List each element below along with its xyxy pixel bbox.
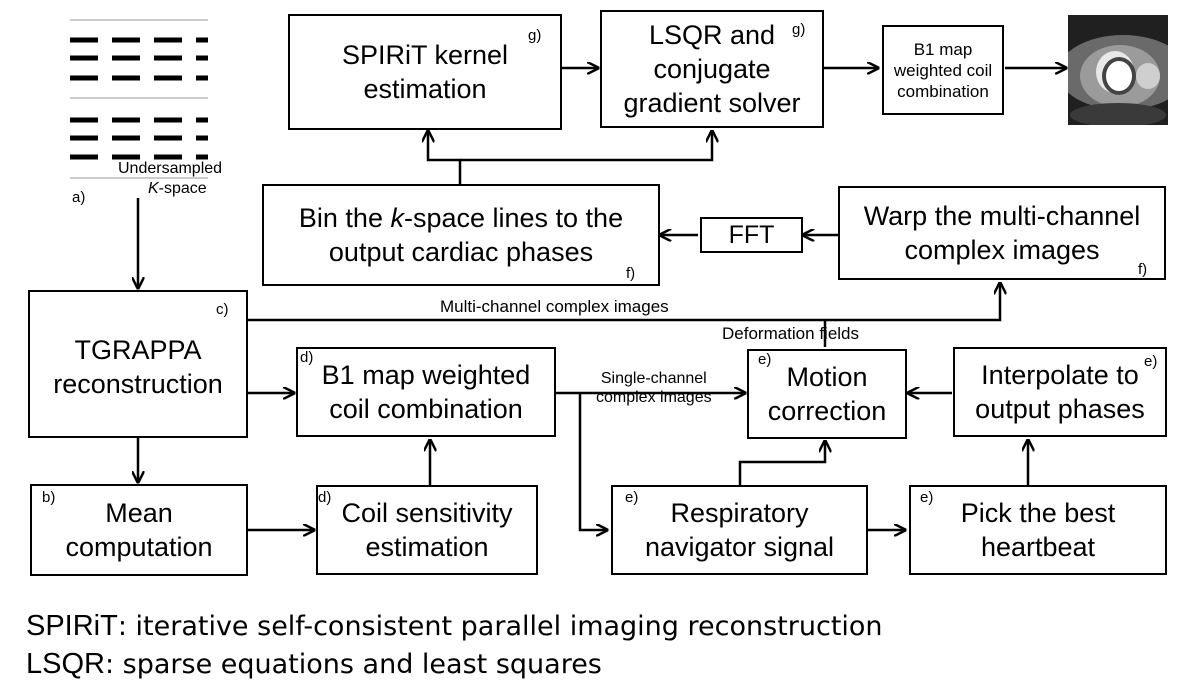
tag-d2: d) (318, 489, 332, 506)
label-multichannel-images: Multi-channel complex images (440, 297, 669, 316)
box-respiratory-navigator: Respiratory navigator signal (611, 485, 868, 575)
footnote-lsqr: LSQR: sparse equations and least squares (26, 648, 602, 681)
box-fft: FFT (700, 217, 803, 253)
undersampled-label: Undersampled (118, 160, 223, 177)
tag-b: b) (42, 489, 56, 506)
box-interpolate: Interpolate to output phases (953, 347, 1167, 437)
arrow-bin-to-lsqr (460, 131, 712, 162)
box-pick-heartbeat-label: Pick the best heartbeat (960, 498, 1116, 562)
box-tgrappa-label: TGRAPPA reconstruction (53, 335, 223, 399)
label-single-channel-images: Single-channel complex images (596, 370, 712, 406)
box-b1-final-combination-label: B1 map weighted coil combination (893, 39, 993, 101)
arrow-bin-to-spirit (428, 131, 462, 185)
tag-c: c) (216, 301, 229, 318)
tag-a: a) (72, 189, 86, 206)
box-bin-kspace: Bin the k-space lines to the output card… (262, 184, 660, 286)
kspace-suffix: -space (158, 180, 207, 197)
arrow-multichannel-to-warp (248, 283, 1000, 322)
box-motion-correction: Motion correction (747, 349, 907, 439)
tag-e2: e) (1144, 353, 1158, 370)
box-coil-sensitivity: Coil sensitivity estimation (316, 485, 538, 575)
arrow-b1-combination-to-navigator (578, 393, 607, 530)
tag-e3: e) (625, 489, 639, 506)
kspace-sampling-pattern (70, 19, 208, 179)
box-fft-label: FFT (728, 221, 775, 249)
tag-d1: d) (300, 349, 314, 366)
box-interpolate-label: Interpolate to output phases (975, 360, 1145, 424)
tag-g1: g) (528, 27, 542, 44)
box-respiratory-navigator-label: Respiratory navigator signal (644, 498, 835, 562)
box-warp-images: Warp the multi-channel complex images (838, 186, 1166, 280)
kspace-label: K-space (148, 180, 207, 198)
box-b1-coil-combination: B1 map weighted coil combination (296, 347, 556, 437)
box-b1-final-combination: B1 map weighted coil combination (882, 25, 1004, 115)
tag-g2: g) (792, 21, 806, 38)
tag-e1: e) (758, 351, 772, 368)
bin-k-letter: k (390, 203, 404, 233)
box-pick-heartbeat: Pick the best heartbeat (909, 485, 1167, 575)
bin-line1-pre: Bin the (298, 203, 391, 233)
box-bin-kspace-label: Bin the k-space lines to the output card… (299, 201, 623, 269)
arrow-navigator-to-motion (738, 441, 825, 485)
reconstructed-cardiac-image (1068, 15, 1168, 125)
box-spirit-kernel: SPIRiT kernel estimation (288, 14, 562, 130)
label-deformation-fields: Deformation fields (722, 324, 860, 343)
box-coil-sensitivity-label: Coil sensitivity estimation (341, 498, 513, 562)
box-spirit-kernel-label: SPIRiT kernel estimation (341, 40, 509, 104)
box-mean-computation-label: Mean computation (65, 498, 213, 562)
tag-f2: f) (1138, 261, 1148, 278)
footnote-spirit: SPIRiT: iterative self-consistent parall… (26, 610, 883, 643)
footnote-spirit-def: : iterative self-consistent parallel ima… (117, 611, 883, 642)
footnote-lsqr-def: : sparse equations and least squares (104, 649, 602, 680)
footnote-lsqr-term: LSQR (26, 648, 105, 680)
box-motion-correction-label: Motion correction (767, 362, 887, 426)
box-mean-computation: Mean computation (30, 484, 248, 576)
bin-line2: output cardiac phases (328, 237, 594, 267)
tag-f1: f) (626, 265, 636, 282)
box-warp-images-label: Warp the multi-channel complex images (863, 201, 1141, 265)
bin-line1-post: -space lines to the (403, 203, 624, 233)
box-b1-coil-combination-label: B1 map weighted coil combination (321, 360, 531, 424)
box-lsqr-solver: LSQR and conjugate gradient solver (600, 10, 824, 128)
box-tgrappa: TGRAPPA reconstruction (28, 290, 248, 438)
box-lsqr-solver-label: LSQR and conjugate gradient solver (623, 20, 801, 118)
kspace-k-letter: K (148, 180, 159, 197)
tag-e4: e) (920, 489, 934, 506)
footnote-spirit-term: SPIRiT (26, 610, 118, 642)
